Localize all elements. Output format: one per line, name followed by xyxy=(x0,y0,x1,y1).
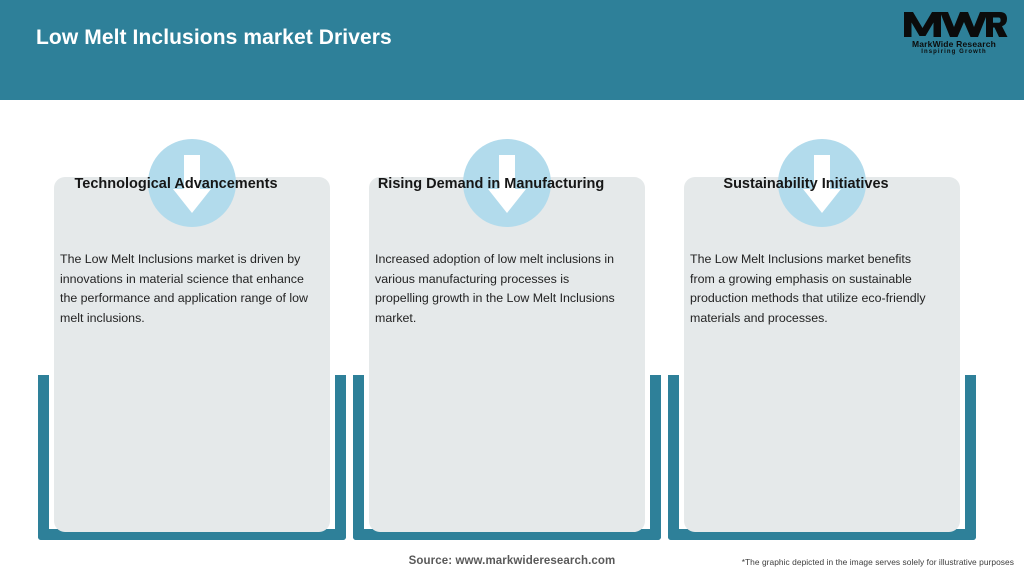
driver-card: Sustainability Initiatives The Low Melt … xyxy=(668,100,976,540)
card-body-text: Increased adoption of low melt inclusion… xyxy=(375,252,615,325)
card-panel xyxy=(369,177,645,532)
down-arrow-icon xyxy=(148,139,236,227)
drivers-card-group: Technological Advancements The Low Melt … xyxy=(0,100,1024,540)
down-arrow-icon xyxy=(463,139,551,227)
logo-tagline: Inspiring Growth xyxy=(921,49,987,55)
brand-logo: MarkWide Research Inspiring Growth xyxy=(900,8,1008,60)
card-title: Technological Advancements xyxy=(74,176,278,192)
down-arrow-icon xyxy=(778,139,866,227)
source-label: Source: www.markwideresearch.com xyxy=(408,555,616,567)
card-accent-frame xyxy=(38,375,346,540)
card-body-text: The Low Melt Inclusions market benefits … xyxy=(690,252,926,325)
card-panel xyxy=(684,177,960,532)
card-title: Rising Demand in Manufacturing xyxy=(377,176,605,192)
card-body-text: The Low Melt Inclusions market is driven… xyxy=(60,252,308,325)
mwr-logo-icon xyxy=(904,12,1008,37)
card-title: Sustainability Initiatives xyxy=(723,176,889,192)
page-title: Low Melt Inclusions market Drivers xyxy=(36,26,392,49)
card-panel xyxy=(54,177,330,532)
logo-company-name: MarkWide Research xyxy=(911,39,997,49)
disclaimer-label: *The graphic depicted in the image serve… xyxy=(741,557,1014,567)
card-accent-frame xyxy=(668,375,976,540)
driver-card: Technological Advancements The Low Melt … xyxy=(38,100,346,540)
driver-card: Rising Demand in Manufacturing Increased… xyxy=(353,100,661,540)
card-accent-frame xyxy=(353,375,661,540)
page-header: Low Melt Inclusions market Drivers MarkW… xyxy=(0,0,1024,100)
